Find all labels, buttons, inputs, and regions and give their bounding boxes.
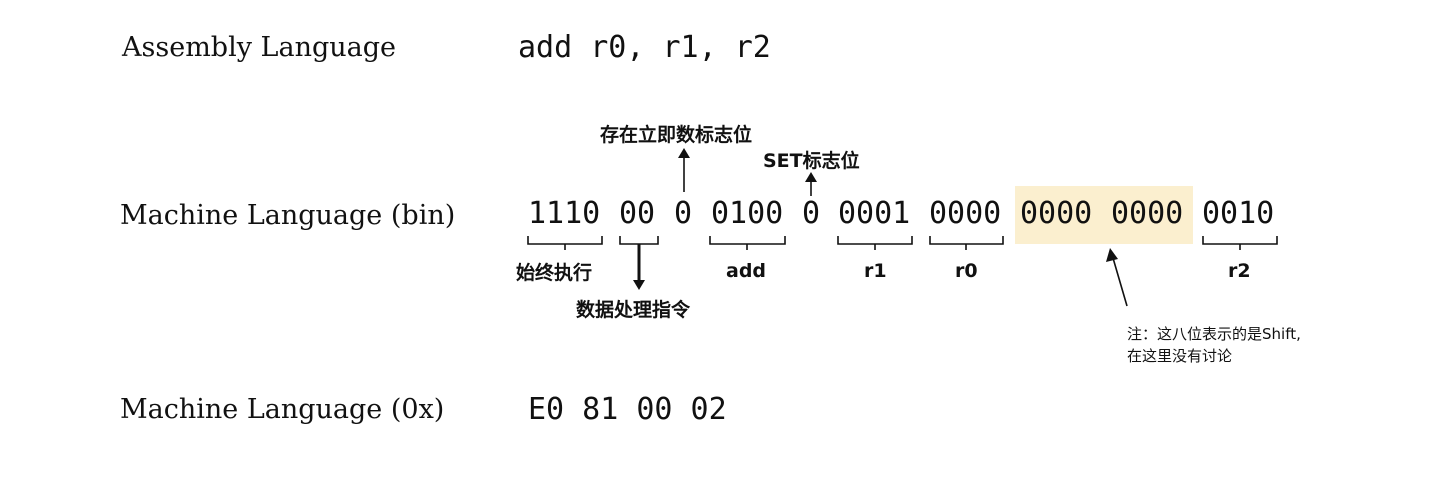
set-flag-label: SET标志位 bbox=[763, 150, 860, 172]
shift-bits-highlight bbox=[1015, 186, 1193, 244]
add-label: add bbox=[726, 260, 767, 282]
shift-note-arrow bbox=[1112, 257, 1128, 307]
shift-bits-a: 0000 bbox=[1020, 196, 1093, 231]
set-flag-bit: 0 bbox=[802, 196, 821, 231]
assembly-language-label: Assembly Language bbox=[122, 32, 396, 63]
rd-bracket bbox=[929, 236, 1004, 250]
immediate-flag-label: 存在立即数标志位 bbox=[600, 124, 753, 146]
always-execute-label: 始终执行 bbox=[516, 262, 593, 284]
op-bits: 00 bbox=[619, 196, 656, 231]
shift-note-line1: 注：这八位表示的是Shift, bbox=[1127, 325, 1301, 343]
rd-bits: 0000 bbox=[929, 196, 1002, 231]
cond-bits: 1110 bbox=[528, 196, 601, 231]
assembly-code: add r0, r1, r2 bbox=[518, 30, 771, 65]
rn-bits: 0001 bbox=[838, 196, 911, 231]
data-processing-label: 数据处理指令 bbox=[576, 299, 691, 321]
rn-bracket bbox=[837, 236, 913, 250]
machine-language-bin-label: Machine Language (bin) bbox=[120, 200, 456, 231]
op-bracket bbox=[619, 236, 659, 245]
opcode-bracket bbox=[709, 236, 786, 250]
shift-bits-b: 0000 bbox=[1111, 196, 1184, 231]
immediate-flag-bit: 0 bbox=[674, 196, 693, 231]
r0-label: r0 bbox=[955, 260, 978, 282]
r2-label: r2 bbox=[1228, 260, 1251, 282]
shift-note: 注：这八位表示的是Shift, 在这里没有讨论 bbox=[1127, 323, 1301, 367]
r1-label: r1 bbox=[864, 260, 887, 282]
opcode-bits: 0100 bbox=[711, 196, 784, 231]
shift-note-line2: 在这里没有讨论 bbox=[1127, 347, 1233, 365]
rm-bits: 0010 bbox=[1202, 196, 1275, 231]
rm-bracket bbox=[1202, 236, 1278, 250]
cond-bracket bbox=[527, 236, 603, 250]
hex-code: E0 81 00 02 bbox=[528, 392, 727, 427]
machine-language-hex-label: Machine Language (0x) bbox=[120, 394, 445, 425]
